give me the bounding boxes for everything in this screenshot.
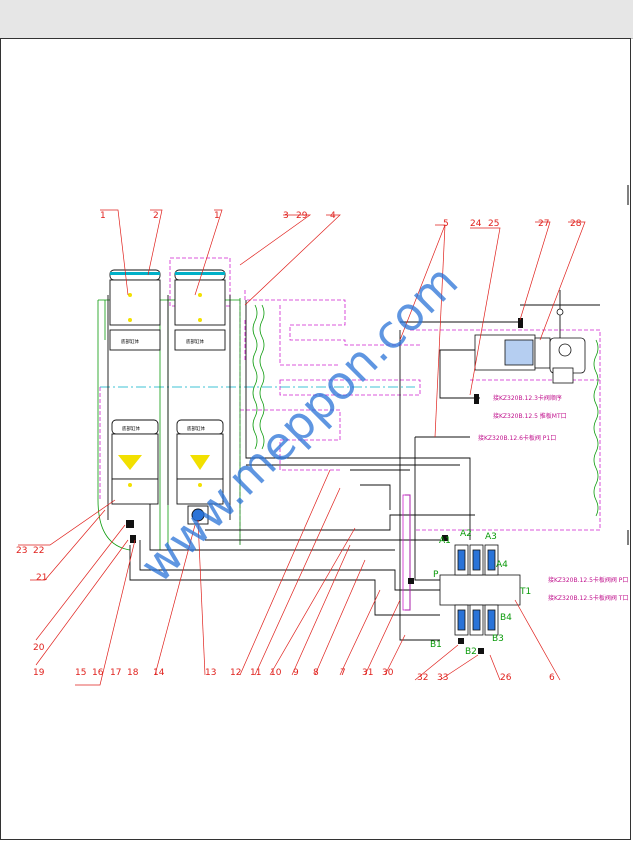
- part-num-9: 9: [293, 668, 299, 678]
- port-B1: B1: [430, 640, 442, 650]
- port-T1: T1: [519, 587, 531, 597]
- note-5: 接KZ320B.12.5卡板阀阀 T口: [548, 594, 628, 602]
- port-B3: B3: [492, 634, 504, 644]
- port-A4: A4: [496, 560, 508, 570]
- cylinder-label-3: 底部缸体: [122, 425, 140, 432]
- port-B4: B4: [500, 613, 512, 623]
- part-num-25: 25: [488, 219, 499, 229]
- flexible-hoses: [252, 304, 599, 517]
- part-num-3: 3: [283, 211, 289, 221]
- part-num-19: 19: [33, 668, 45, 678]
- part-num-31: 31: [362, 668, 373, 678]
- part-num-29: 29: [296, 211, 308, 221]
- fittings: [126, 318, 523, 654]
- part-num-33: 33: [437, 673, 448, 683]
- port-B2: B2: [465, 647, 477, 657]
- note-4: 接KZ320B.12.5卡板阀阀 P口: [548, 576, 628, 584]
- part-num-16: 16: [92, 668, 104, 678]
- part-num-1a: 1: [100, 211, 106, 221]
- part-num-5: 5: [443, 219, 449, 229]
- part-num-7: 7: [340, 668, 346, 678]
- part-num-17: 17: [110, 668, 121, 678]
- port-P: P: [433, 570, 439, 580]
- part-num-2: 2: [153, 211, 159, 221]
- port-labels: A1 A2 A3 A4 P T1 B1 B2 B3 B4: [430, 529, 531, 657]
- part-num-10: 10: [270, 668, 282, 678]
- part-num-21: 21: [36, 573, 47, 583]
- note-1: 接KZ320B.12.3卡阀顺序: [493, 394, 562, 402]
- drawing-frame: [0, 38, 631, 840]
- part-num-27: 27: [538, 219, 549, 229]
- part-num-1b: 1: [214, 211, 220, 221]
- upper-right-valve: [474, 308, 586, 384]
- part-num-32: 32: [417, 673, 428, 683]
- part-num-22: 22: [33, 546, 44, 556]
- part-num-24: 24: [470, 219, 482, 229]
- part-num-12: 12: [230, 668, 241, 678]
- port-A3: A3: [485, 532, 497, 542]
- cylinder-2: [174, 269, 226, 525]
- part-num-13: 13: [205, 668, 216, 678]
- part-num-23: 23: [16, 546, 27, 556]
- leader-lines: [18, 209, 586, 686]
- cylinder-label-2: 底部缸体: [186, 338, 204, 345]
- connection-notes: 接KZ320B.12.3卡阀顺序 接KZ320B.12.5 推板MT口 接KZ3…: [478, 394, 628, 602]
- part-num-8: 8: [313, 668, 319, 678]
- part-num-15: 15: [75, 668, 86, 678]
- part-num-4: 4: [330, 211, 336, 221]
- part-num-30: 30: [382, 668, 394, 678]
- part-num-11: 11: [250, 668, 261, 678]
- note-3: 接KZ320B.12.6卡板阀 P1口: [478, 434, 556, 442]
- part-num-18: 18: [127, 668, 139, 678]
- part-num-28: 28: [570, 219, 582, 229]
- part-num-14: 14: [153, 668, 165, 678]
- part-num-20: 20: [33, 643, 45, 653]
- cylinder-label-4: 底部缸体: [187, 425, 205, 432]
- cylinder-1: [109, 269, 161, 505]
- note-2: 接KZ320B.12.5 推板MT口: [493, 412, 567, 420]
- port-A1: A1: [439, 536, 451, 546]
- port-A2: A2: [460, 529, 472, 539]
- valve-stack: [402, 494, 521, 636]
- part-numbers: 1 2 1 3 29 4 5 24 25 27 28 23 22 21 20 1…: [16, 211, 582, 683]
- part-num-26: 26: [500, 673, 512, 683]
- cylinder-label-1: 底部缸体: [121, 338, 139, 345]
- part-num-6: 6: [549, 673, 555, 683]
